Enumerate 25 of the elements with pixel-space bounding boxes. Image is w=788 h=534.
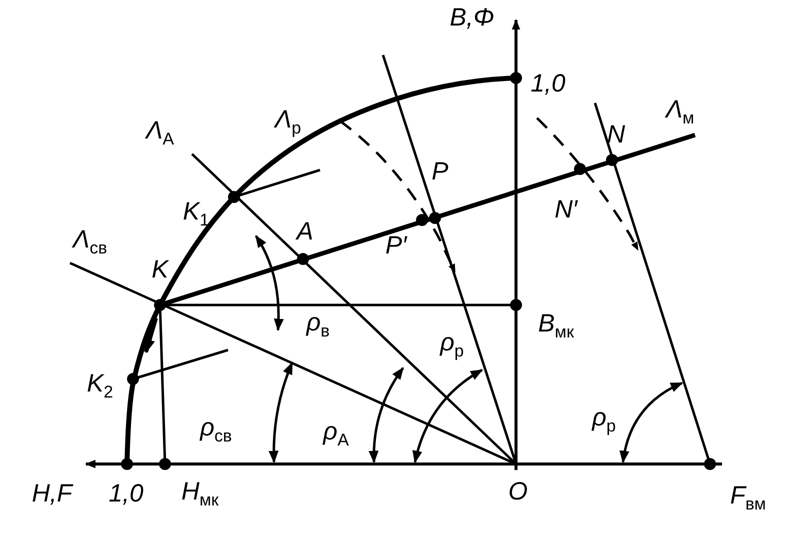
- diagram-label: H,F: [32, 482, 72, 506]
- diagram-label: F$_{вм}$: [730, 484, 766, 512]
- diagram-label: ρ$_{р}$: [440, 330, 464, 360]
- diagram-label: N′: [554, 198, 578, 222]
- diagram-label: O: [508, 480, 528, 504]
- diagram-label: ρ$_{в}$: [306, 310, 330, 340]
- diagram-label: K$_{1}$: [182, 200, 210, 228]
- diagram-label: Λ$_{р}$: [274, 108, 302, 136]
- diagram-label: H$_{мк}$: [181, 480, 219, 508]
- diagram-label: ρ$_{А}$: [323, 420, 349, 448]
- diagram-label: ρ$_{св}$: [200, 416, 232, 444]
- diagram-label: 1,0: [108, 482, 144, 506]
- diagram-label: N: [606, 122, 626, 148]
- diagram-label: Λ$_{св}$: [72, 228, 108, 256]
- diagram-label: ρ$_{р}$: [592, 406, 616, 434]
- diagram-label: B,Φ: [450, 6, 494, 30]
- diagram-label: P: [432, 160, 448, 184]
- diagram-label: K$_{2}$: [86, 372, 114, 400]
- diagram-label: K: [152, 258, 168, 282]
- diagram-label: B$_{мк}$: [538, 312, 574, 340]
- diagram-label: A: [296, 220, 314, 244]
- diagram-label: P′: [385, 234, 407, 258]
- diagram-label: Λ$_{м}$: [666, 98, 694, 126]
- diagram-label: 1,0: [530, 72, 566, 96]
- diagram-label: Λ$_{А}$: [146, 118, 174, 148]
